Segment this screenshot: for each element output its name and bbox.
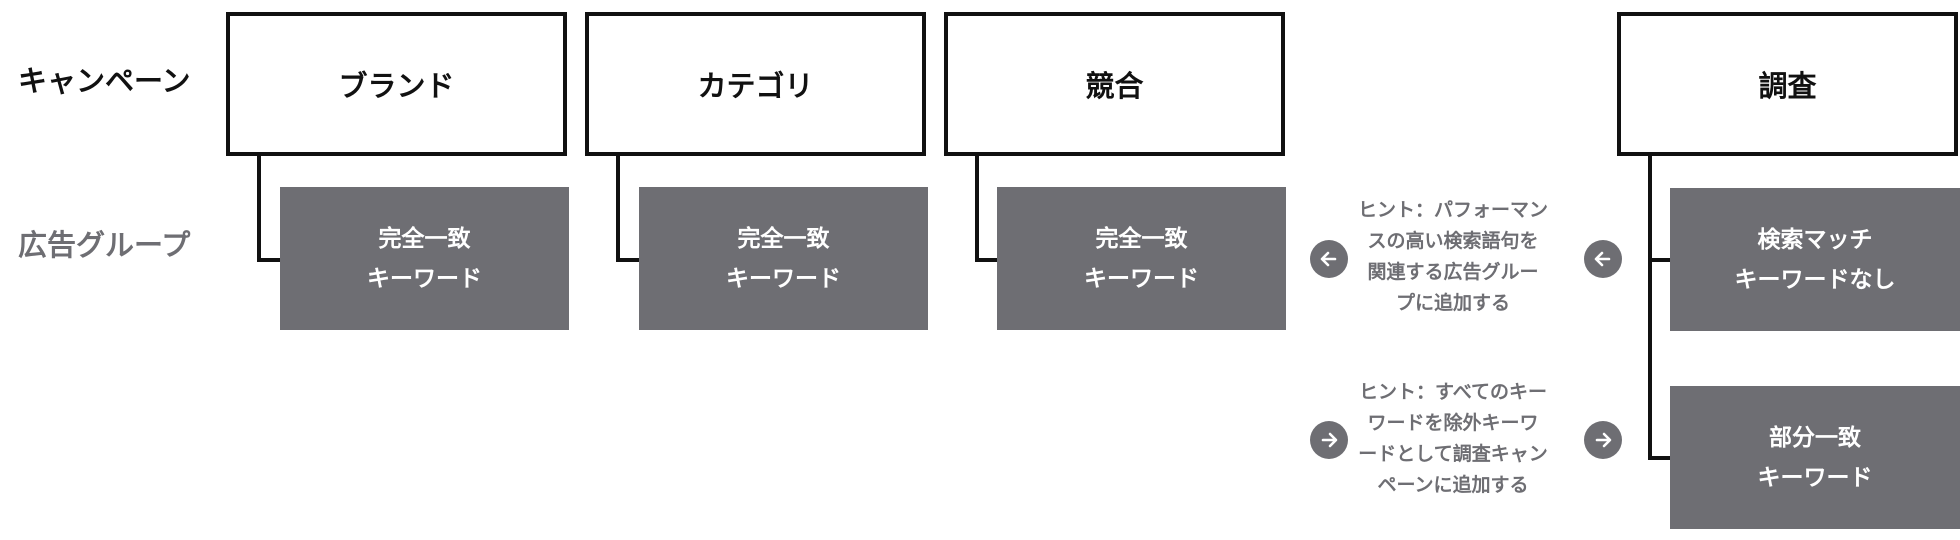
campaign-box-competitor: 競合	[944, 12, 1285, 156]
arrow-right-glyph	[1595, 432, 1612, 448]
connector-category	[616, 154, 641, 262]
campaign-name: 調査	[1758, 69, 1817, 103]
campaign-name: 競合	[1085, 69, 1144, 103]
adgroup-line1: 完全一致	[737, 225, 830, 252]
adgroup-line2: キーワード	[1757, 464, 1873, 491]
connector-research-search-match	[1648, 154, 1672, 262]
hint-line: プに追加する	[1395, 292, 1510, 314]
campaign-box-research: 調査	[1617, 12, 1958, 156]
arrow-right-circle-icon	[1310, 421, 1348, 459]
hint-line: ヒント：すべてのキー	[1359, 381, 1547, 403]
adgroup-line2: キーワードなし	[1734, 266, 1896, 293]
arrow-left-glyph	[1320, 251, 1337, 267]
adgroup-box-competitor-exact: 完全一致 キーワード	[997, 187, 1286, 330]
campaign-name: カテゴリ	[697, 69, 814, 103]
arrow-left-circle-icon	[1310, 240, 1348, 278]
campaign-row-label: キャンペーン	[18, 64, 191, 98]
arrow-left-glyph	[1594, 251, 1611, 267]
adgroup-line1: 部分一致	[1769, 424, 1861, 451]
hint-line: スの高い検索語句を	[1367, 230, 1539, 252]
adgroup-line1: 完全一致	[1095, 225, 1188, 252]
hint-line: ードとして調査キャン	[1358, 443, 1548, 465]
adgroup-line2: キーワード	[367, 265, 482, 292]
hint-add-negative-keywords: ヒント：すべてのキー ワードを除外キーワ ードとして調査キャン ペーンに追加する	[1350, 377, 1556, 501]
adgroup-line2: キーワード	[726, 265, 841, 292]
hint-line: ワードを除外キーワ	[1367, 412, 1539, 434]
arrow-right-circle-icon	[1584, 421, 1622, 459]
adgroup-line2: キーワード	[1084, 265, 1199, 292]
arrow-right-glyph	[1321, 432, 1338, 448]
hint-line: ヒント：パフォーマン	[1357, 199, 1548, 221]
campaign-name: ブランド	[338, 69, 455, 103]
adgroup-box-research-search-match: 検索マッチ キーワードなし	[1670, 188, 1960, 331]
adgroup-row-label: 広告グループ	[18, 228, 191, 262]
adgroup-box-brand-exact: 完全一致 キーワード	[280, 187, 569, 330]
arrow-left-circle-icon	[1584, 240, 1622, 278]
hint-promote-search-terms: ヒント：パフォーマン スの高い検索語句を 関連する広告グルー プに追加する	[1350, 195, 1556, 319]
connector-research-broad	[1648, 258, 1672, 460]
connector-brand	[257, 154, 282, 262]
adgroup-line1: 検索マッチ	[1757, 226, 1873, 253]
adgroup-box-category-exact: 完全一致 キーワード	[639, 187, 928, 330]
hint-line: ペーンに追加する	[1377, 474, 1529, 496]
campaign-box-category: カテゴリ	[585, 12, 926, 156]
campaign-box-brand: ブランド	[226, 12, 567, 156]
adgroup-line1: 完全一致	[378, 225, 471, 252]
connector-competitor	[975, 154, 1000, 262]
hint-line: 関連する広告グルー	[1367, 261, 1539, 283]
adgroup-box-research-broad: 部分一致 キーワード	[1670, 386, 1960, 529]
